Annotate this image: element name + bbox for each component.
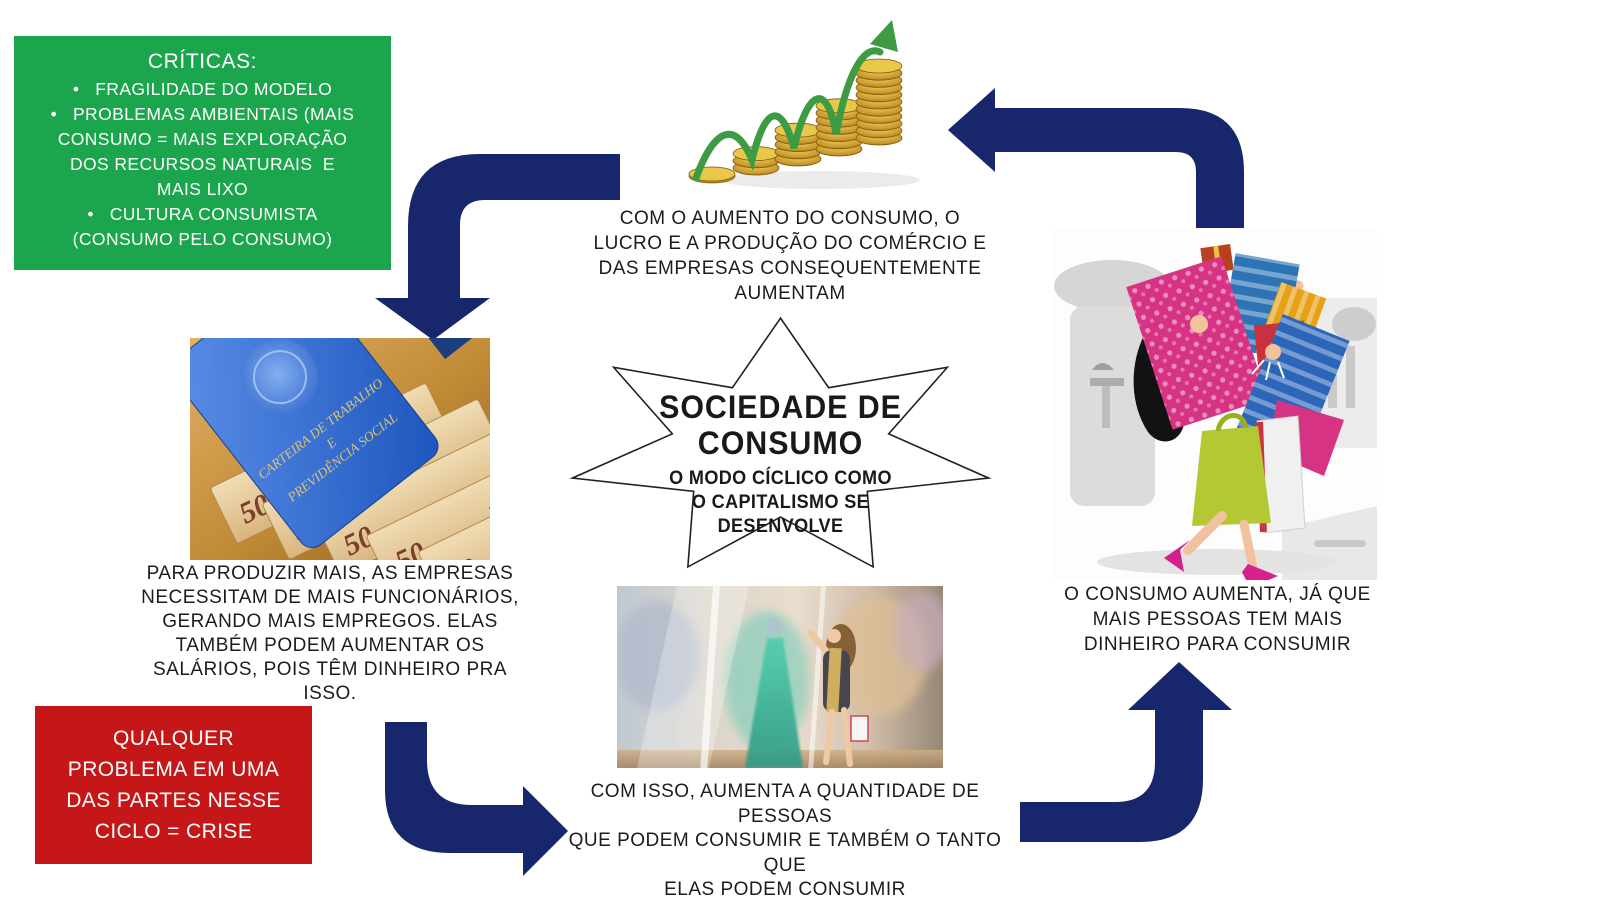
criticas-box: CRÍTICAS: • FRAGILIDADE DO MODELO • PROB… — [14, 36, 391, 270]
crise-text: QUALQUER PROBLEMA EM UMA DAS PARTES NESS… — [66, 727, 281, 843]
arrow-jobs-to-consumers — [385, 722, 568, 876]
caption-consumption-rises: O CONSUMO AUMENTA, JÁ QUE MAIS PESSOAS T… — [1064, 584, 1371, 655]
arrow-consumers-to-consumption — [1020, 662, 1232, 842]
crise-box: QUALQUER PROBLEMA EM UMA DAS PARTES NESS… — [35, 706, 312, 864]
caption-more-jobs: PARA PRODUZIR MAIS, AS EMPRESAS NECESSIT… — [141, 563, 519, 704]
seven-point-star-outline — [563, 315, 998, 583]
criticas-title: CRÍTICAS: — [147, 50, 258, 73]
growth-arrow-icon — [692, 47, 884, 182]
shopper-with-boxes-image — [1052, 228, 1377, 580]
coin-stacks-growth-image — [630, 8, 926, 190]
window-shopping-image — [617, 586, 943, 768]
criticas-item: • CULTURA CONSUMISTA (CONSUMO PELO CONSU… — [72, 204, 333, 249]
star-subtitle: O MODO CÍCLICO COMO O CAPITALISMO SE DES… — [669, 468, 892, 537]
caption-more-consumers: COM ISSO, AUMENTA A QUANTIDADE DE PESSOA… — [568, 781, 1002, 900]
star-title: SOCIEDADE DE CONSUMO — [659, 389, 902, 461]
svg-text:50: 50 — [442, 552, 483, 560]
work-card-money-image: 50 50 50 50 50 50 — [190, 338, 490, 560]
criticas-item: • PROBLEMAS AMBIENTAIS (MAIS CONSUMO = M… — [50, 104, 355, 199]
svg-text:50: 50 — [484, 494, 490, 528]
criticas-item: • FRAGILIDADE DO MODELO — [72, 79, 333, 99]
star-shape: SOCIEDADE DE CONSUMO O MODO CÍCLICO COMO… — [563, 315, 998, 583]
caption-profit-increase: COM O AUMENTO DO CONSUMO, O LUCRO E A PR… — [593, 208, 987, 304]
